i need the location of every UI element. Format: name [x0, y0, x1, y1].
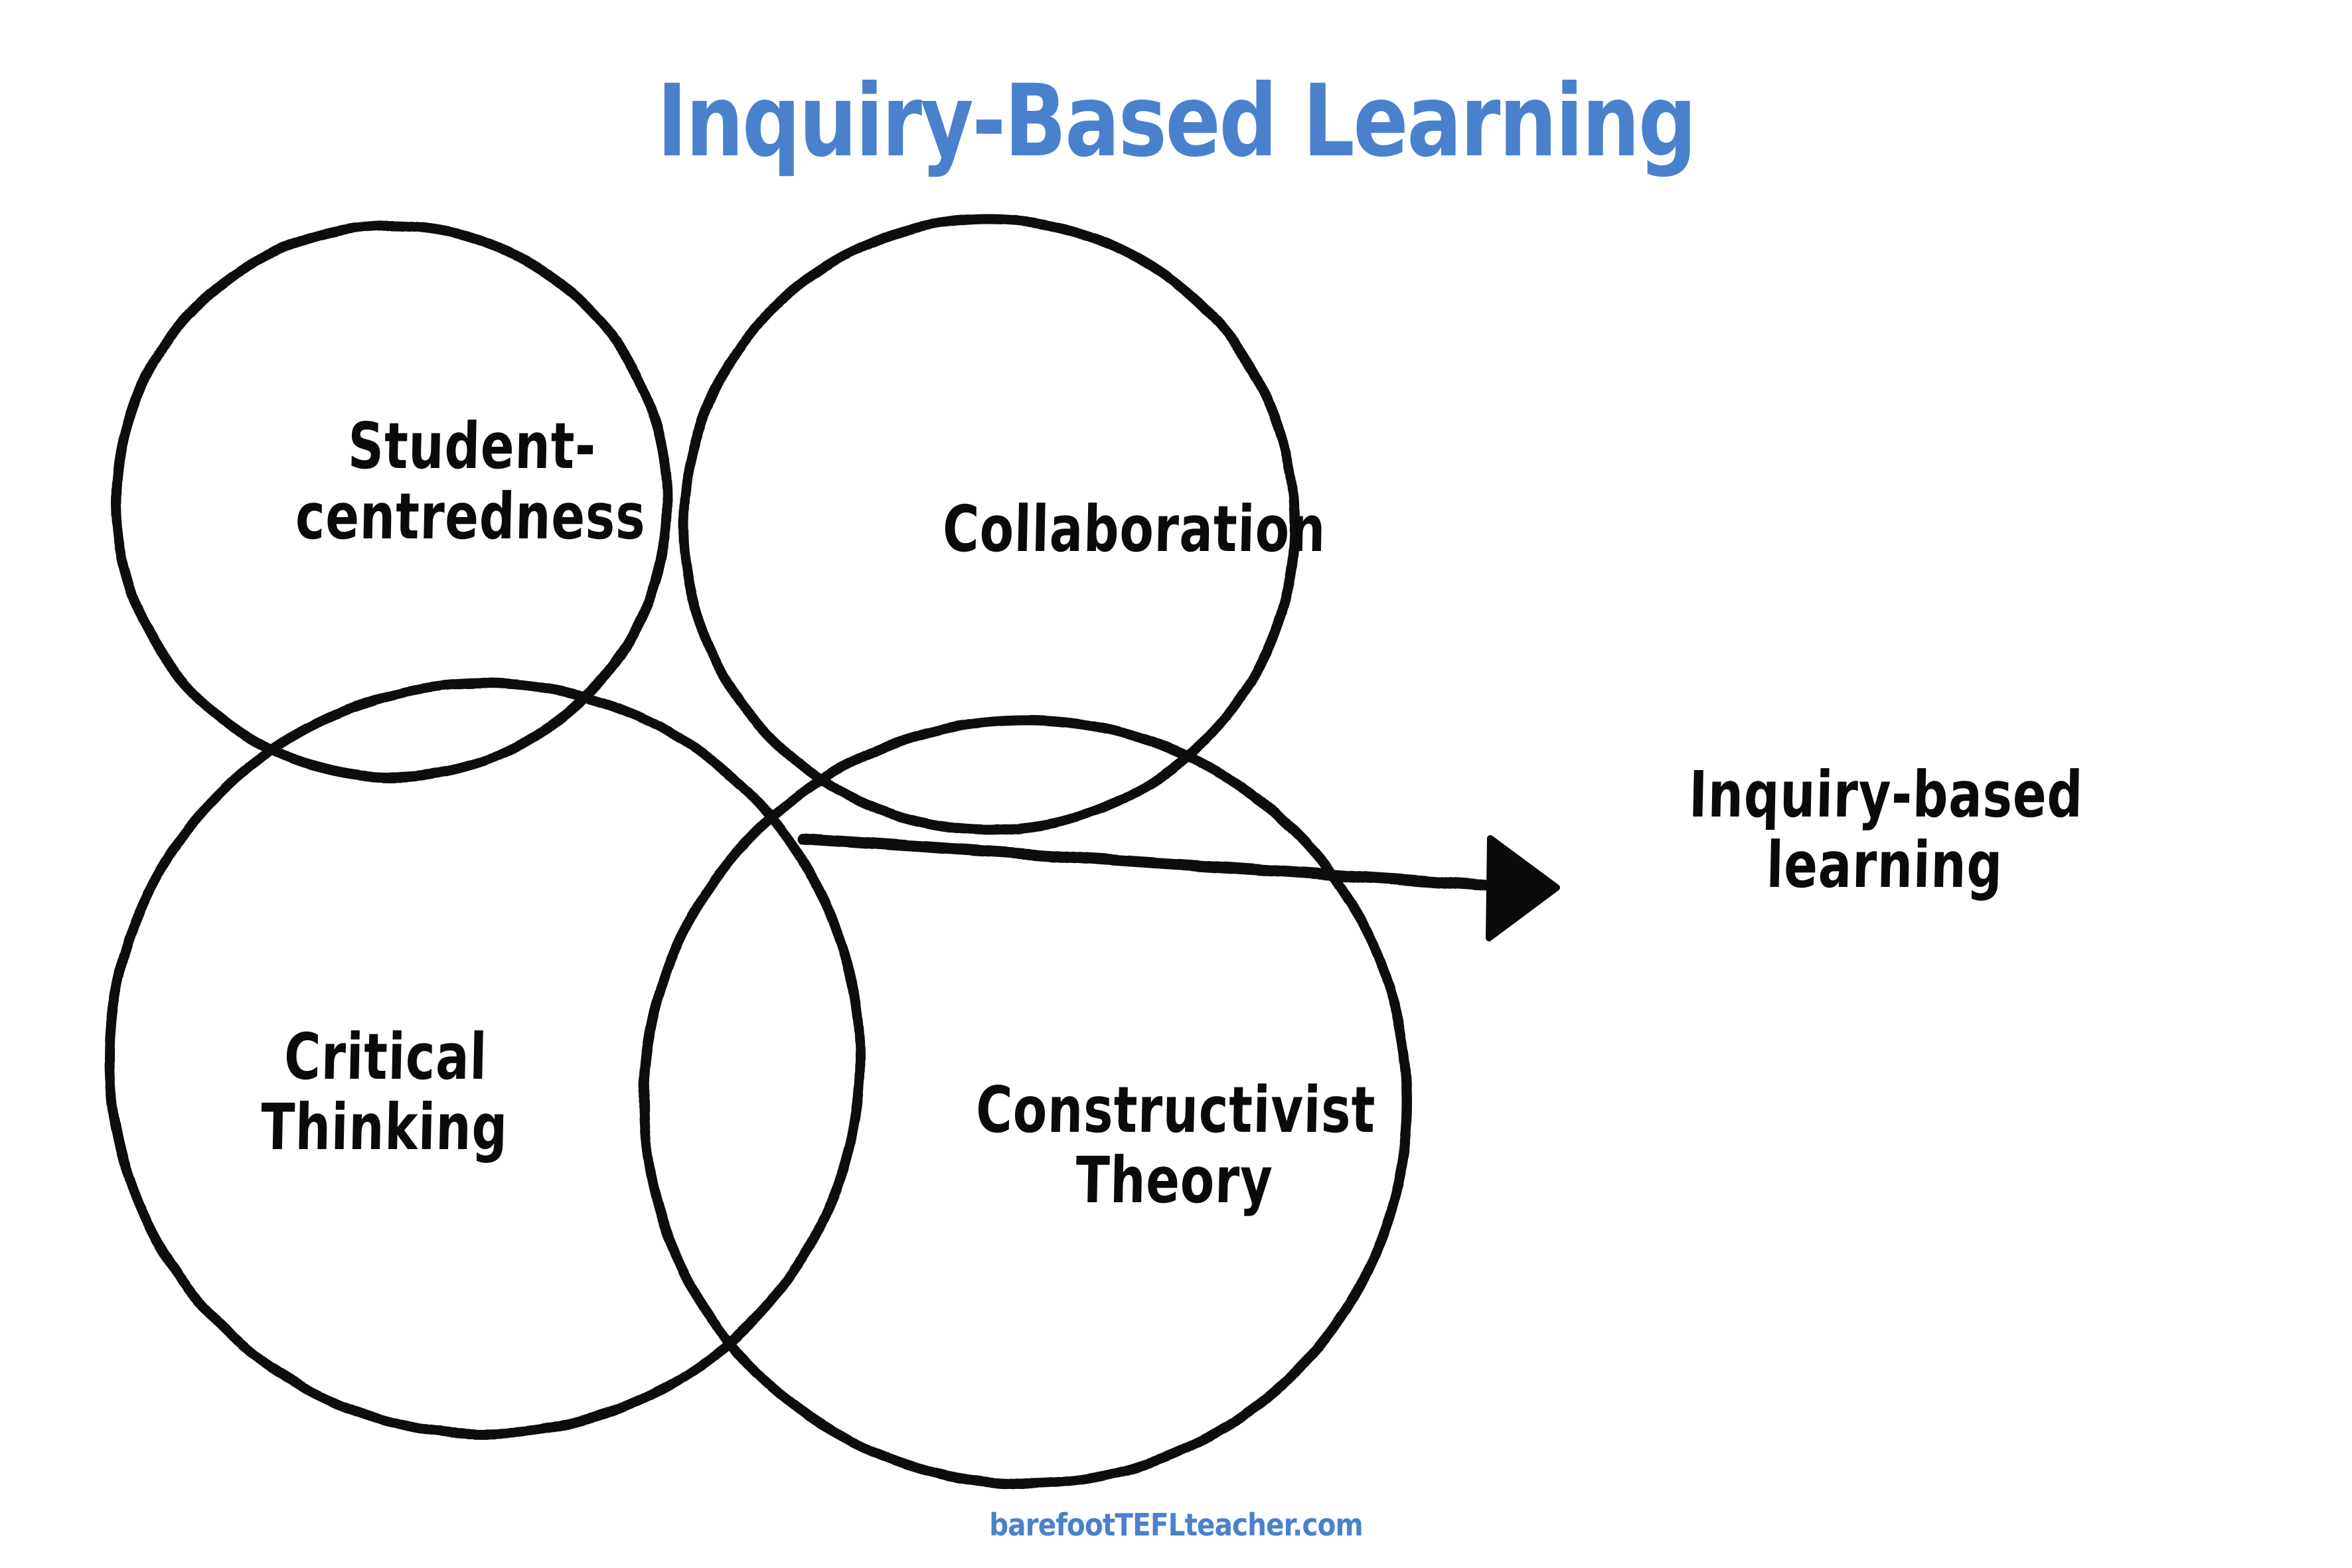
label-constructivist-theory: Constructivist Theory: [975, 1073, 1377, 1217]
callout-arrow: [797, 832, 1560, 941]
label-critical-thinking: Critical Thinking: [260, 1020, 509, 1164]
label-collaboration: Collaboration: [941, 492, 1327, 566]
central-intersection-fill: [597, 697, 1062, 1095]
circle-constructivist-theory: [639, 715, 1413, 1489]
circle-critical-thinking: [104, 678, 865, 1439]
page-title: Inquiry-Based Learning: [657, 64, 1697, 179]
label-student-centredness: Student- centredness: [295, 409, 647, 554]
footer-watermark: barefootTEFLteacher.com: [989, 1507, 1364, 1543]
circle-student-centredness: [111, 220, 672, 782]
circle-collaboration: [678, 214, 1300, 835]
label-inquiry-based-learning-callout: Inquiry-based learning: [1688, 757, 2084, 902]
